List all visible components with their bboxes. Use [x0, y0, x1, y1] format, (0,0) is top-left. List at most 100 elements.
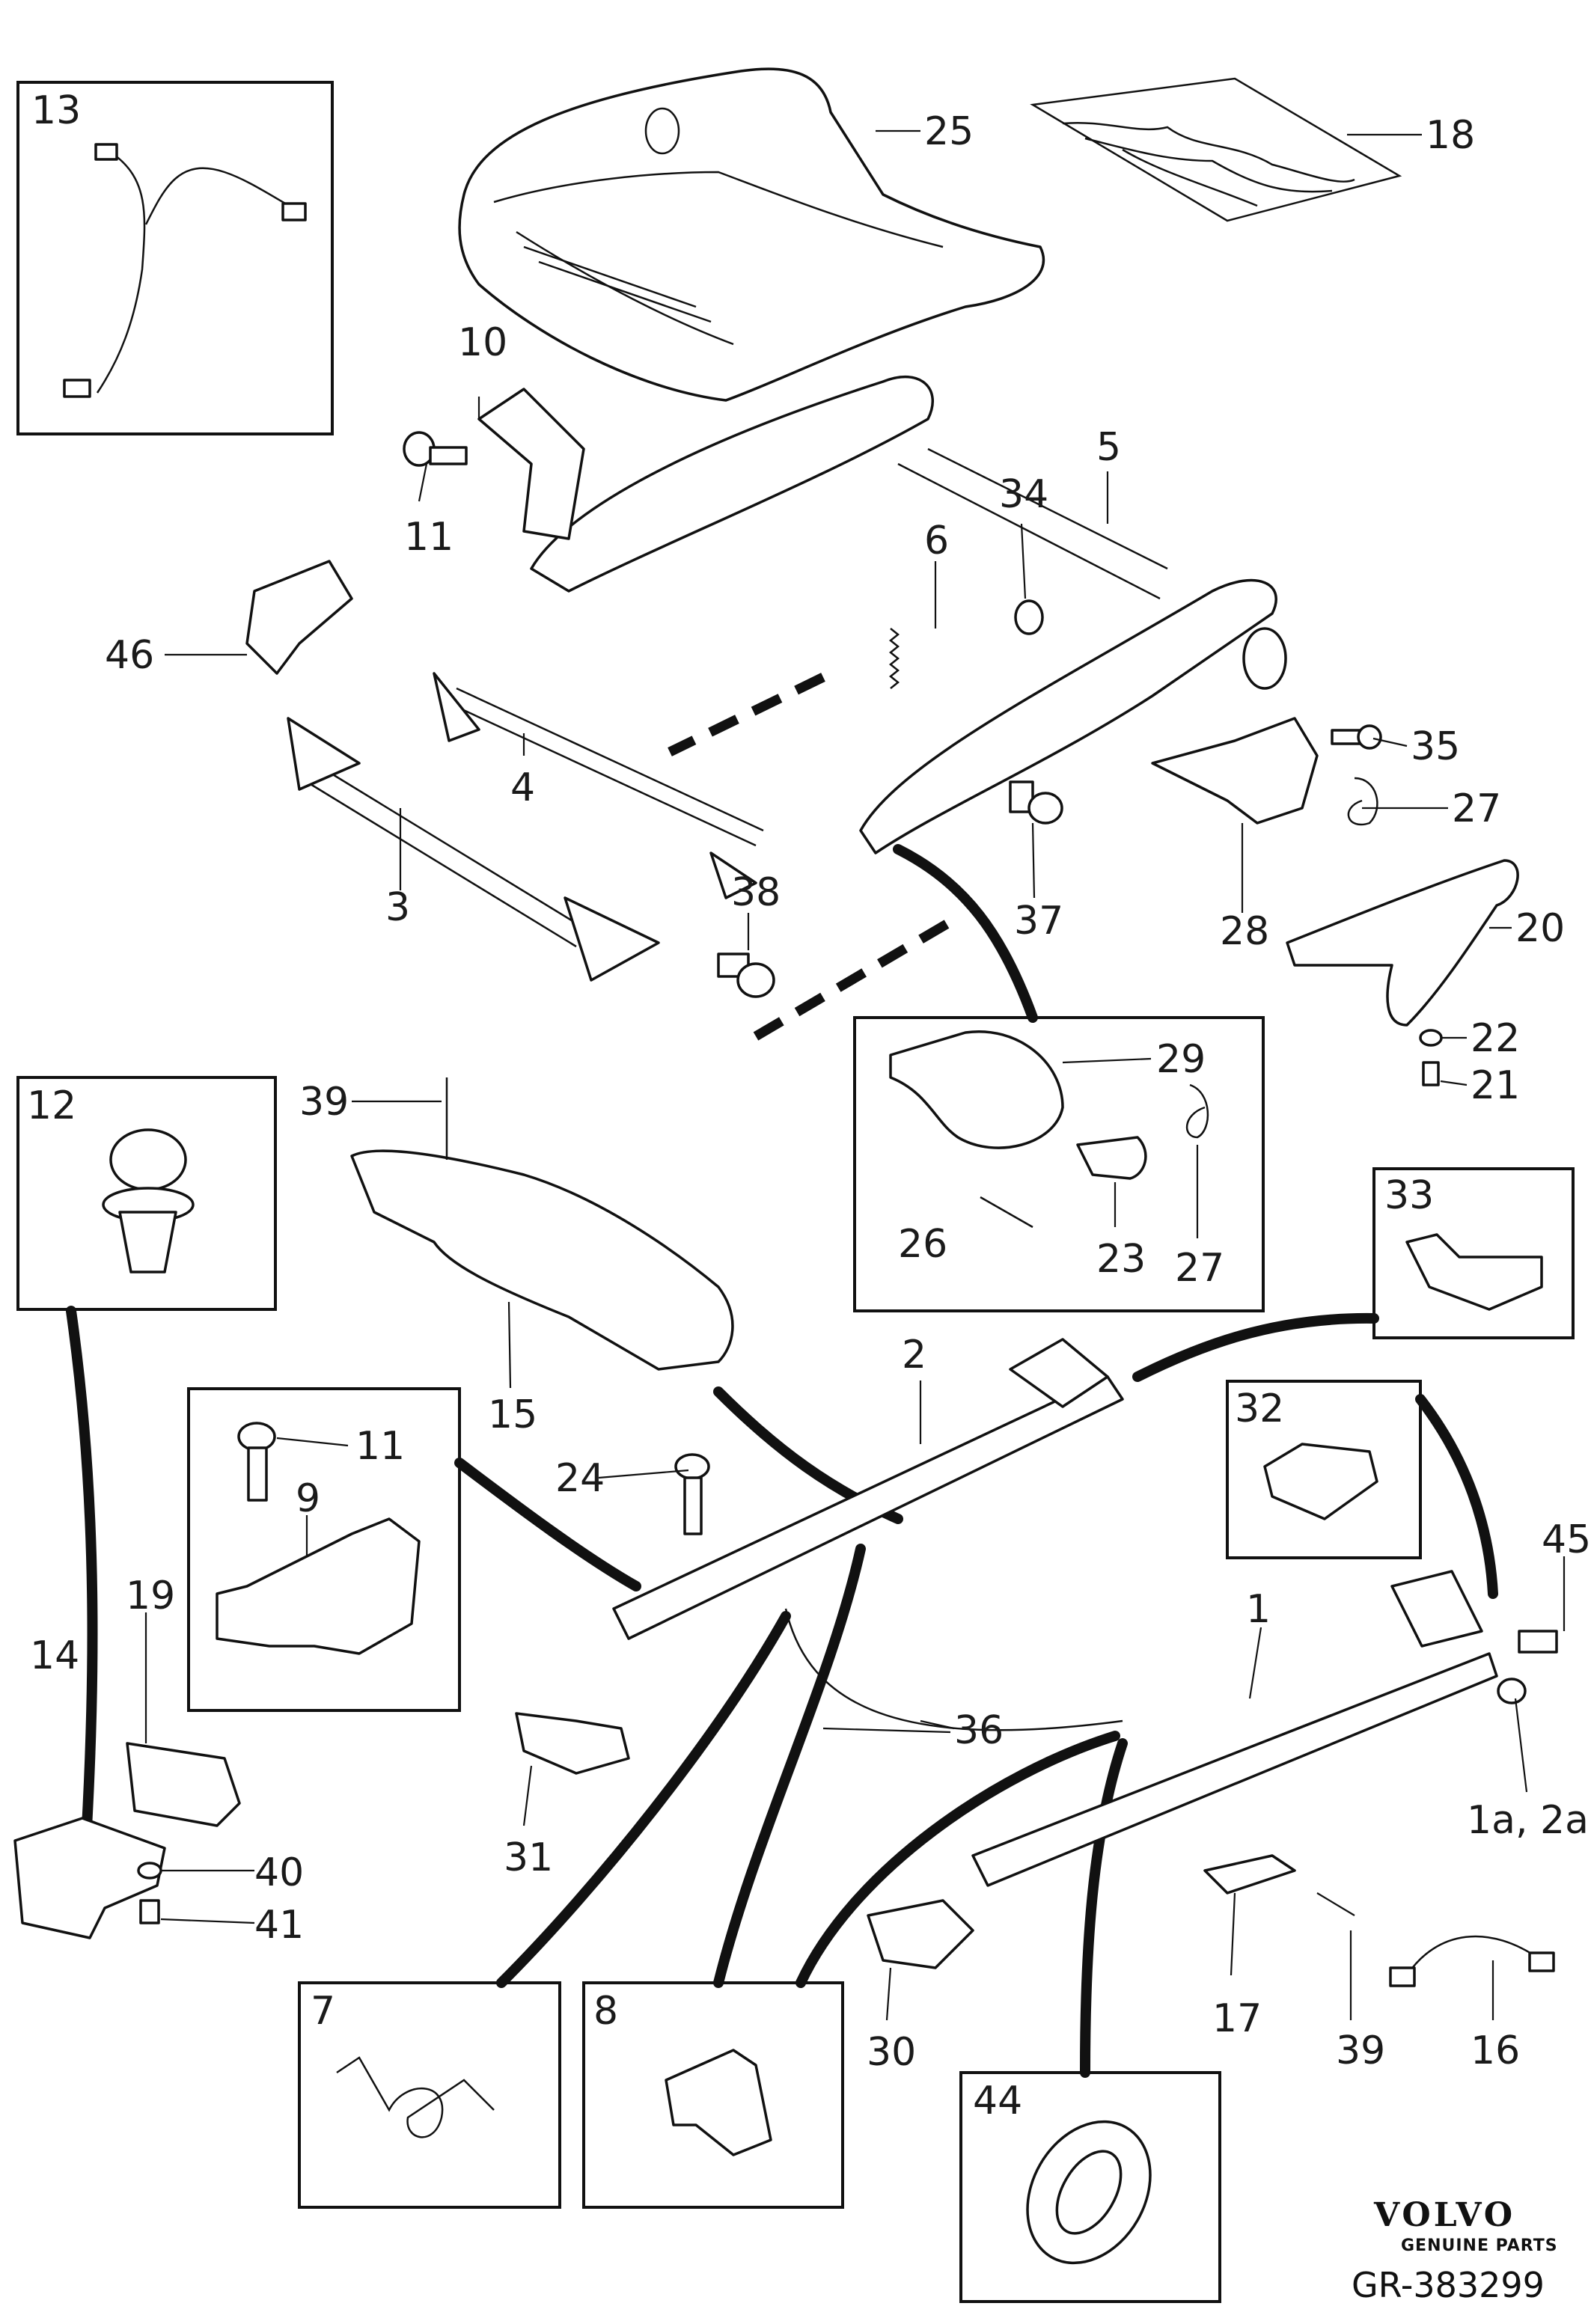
callout-44: 44 [973, 2079, 1022, 2123]
callout-21: 21 [1471, 1063, 1520, 1108]
callout-4: 4 [510, 765, 535, 810]
screw-35 [1331, 724, 1382, 750]
screw-41 [139, 1899, 160, 1924]
callout-33: 33 [1384, 1173, 1434, 1218]
inset-box-7 [298, 1981, 561, 2209]
callout-40: 40 [254, 1850, 304, 1895]
bolt-11 [403, 431, 468, 467]
recliner-housing-28 [1151, 717, 1319, 825]
inset-box-44 [959, 2071, 1221, 2303]
tension-spring [888, 628, 900, 689]
bracket-10 [477, 388, 585, 540]
bushing-8 [665, 2049, 772, 2156]
callout-34: 34 [999, 472, 1048, 517]
tube-assembly [287, 672, 764, 982]
clip-12 [102, 1128, 195, 1273]
nut-34 [1014, 599, 1044, 635]
callout-26: 26 [898, 1222, 947, 1267]
bolt-24 [674, 1453, 710, 1535]
arrow-44-to-rail [1080, 1738, 1128, 2078]
bracket-17 [1203, 1854, 1296, 1895]
callout-25: 25 [924, 109, 974, 154]
spring-27 [1347, 777, 1378, 826]
control-module-14 [13, 1817, 166, 1939]
callout-39-bottom: 39 [1336, 2028, 1385, 2073]
callout-1a-2a: 1a, 2a [1467, 1798, 1589, 1843]
callout-45: 45 [1542, 1517, 1591, 1562]
inset-box-33 [1372, 1167, 1575, 1339]
arrow-7-to-rail [496, 1611, 791, 1988]
callout-31: 31 [504, 1835, 553, 1880]
arrow-8b-to-rail [796, 1731, 1120, 1988]
callout-11-inset: 11 [355, 1424, 405, 1469]
callout-12: 12 [27, 1083, 76, 1128]
genuine-parts-tag: GENUINE PARTS [1401, 2236, 1558, 2255]
arrow-inset29-to-frame [893, 844, 1038, 1023]
callout-36: 36 [954, 1708, 1004, 1753]
cover-31 [515, 1712, 630, 1775]
callout-8: 8 [593, 1989, 618, 2034]
callout-20: 20 [1515, 906, 1565, 951]
callout-15: 15 [488, 1392, 537, 1437]
recliner-plate-29 [889, 1030, 1064, 1149]
inset-box-13 [16, 81, 334, 435]
bolt-37 [1009, 780, 1063, 825]
callout-32: 32 [1235, 1386, 1284, 1431]
arrow-32-to-rail [1415, 1394, 1498, 1599]
seat-rails [612, 1338, 1498, 1887]
diagram-code: GR-383299 [1352, 2265, 1545, 2305]
callout-11-top: 11 [404, 515, 454, 560]
harness-16 [1389, 1935, 1555, 1987]
callout-2: 2 [902, 1333, 926, 1377]
callout-1: 1 [1246, 1587, 1271, 1632]
callout-10: 10 [458, 320, 507, 365]
callout-29: 29 [1156, 1037, 1206, 1082]
callout-labels: 13 25 18 10 5 11 34 6 46 4 35 27 3 38 37… [27, 88, 1591, 2123]
callout-17: 17 [1212, 1996, 1262, 2041]
callout-23: 23 [1096, 1237, 1146, 1282]
bracket-9 [216, 1517, 421, 1655]
callout-28: 28 [1220, 909, 1269, 954]
bracket-46 [245, 560, 353, 675]
callout-5: 5 [1096, 425, 1121, 470]
cover-32 [1263, 1443, 1378, 1520]
side-cover-20 [1286, 859, 1519, 1027]
cover-33 [1405, 1233, 1543, 1311]
callout-22: 22 [1471, 1016, 1520, 1061]
lever-23 [1076, 1136, 1147, 1180]
callout-27-top: 27 [1452, 786, 1501, 831]
arrow-8a-to-rail [713, 1544, 866, 1988]
callout-24: 24 [555, 1456, 605, 1501]
leader-lines [144, 129, 1566, 2021]
bolt-45 [1497, 1630, 1558, 1704]
sensor-19 [126, 1742, 241, 1827]
callout-37: 37 [1014, 899, 1063, 944]
arrow-33-to-rail [1132, 1312, 1379, 1382]
callout-35: 35 [1411, 724, 1460, 769]
washer-40 [137, 1862, 162, 1880]
callout-30: 30 [867, 2030, 916, 2075]
bolt-11-inset [237, 1422, 276, 1502]
grommet-44 [1026, 2120, 1152, 2265]
screw-26 [980, 1196, 1033, 1229]
callout-46: 46 [105, 633, 154, 678]
spring-27-inset [1185, 1083, 1209, 1139]
bolt-38 [717, 952, 775, 998]
arrow-12-to-14 [66, 1306, 98, 1906]
spring-mat [1030, 77, 1402, 222]
seat-frame-upper [530, 376, 1287, 854]
washer-screw-21-22 [1419, 1029, 1443, 1086]
callout-3: 3 [385, 885, 410, 930]
callout-9: 9 [296, 1476, 320, 1521]
volvo-logo: VOLVO [1373, 2196, 1515, 2234]
callout-19: 19 [126, 1574, 175, 1618]
callout-27-inset: 27 [1175, 1246, 1224, 1291]
callout-6: 6 [924, 519, 949, 563]
arrow-9-to-rail [454, 1458, 641, 1591]
support-bracket-15 [350, 1149, 734, 1371]
spring-7 [336, 2056, 495, 2138]
seat-cushion-pan [458, 67, 1045, 402]
callout-14: 14 [30, 1633, 79, 1678]
cover-30 [867, 1899, 974, 1969]
